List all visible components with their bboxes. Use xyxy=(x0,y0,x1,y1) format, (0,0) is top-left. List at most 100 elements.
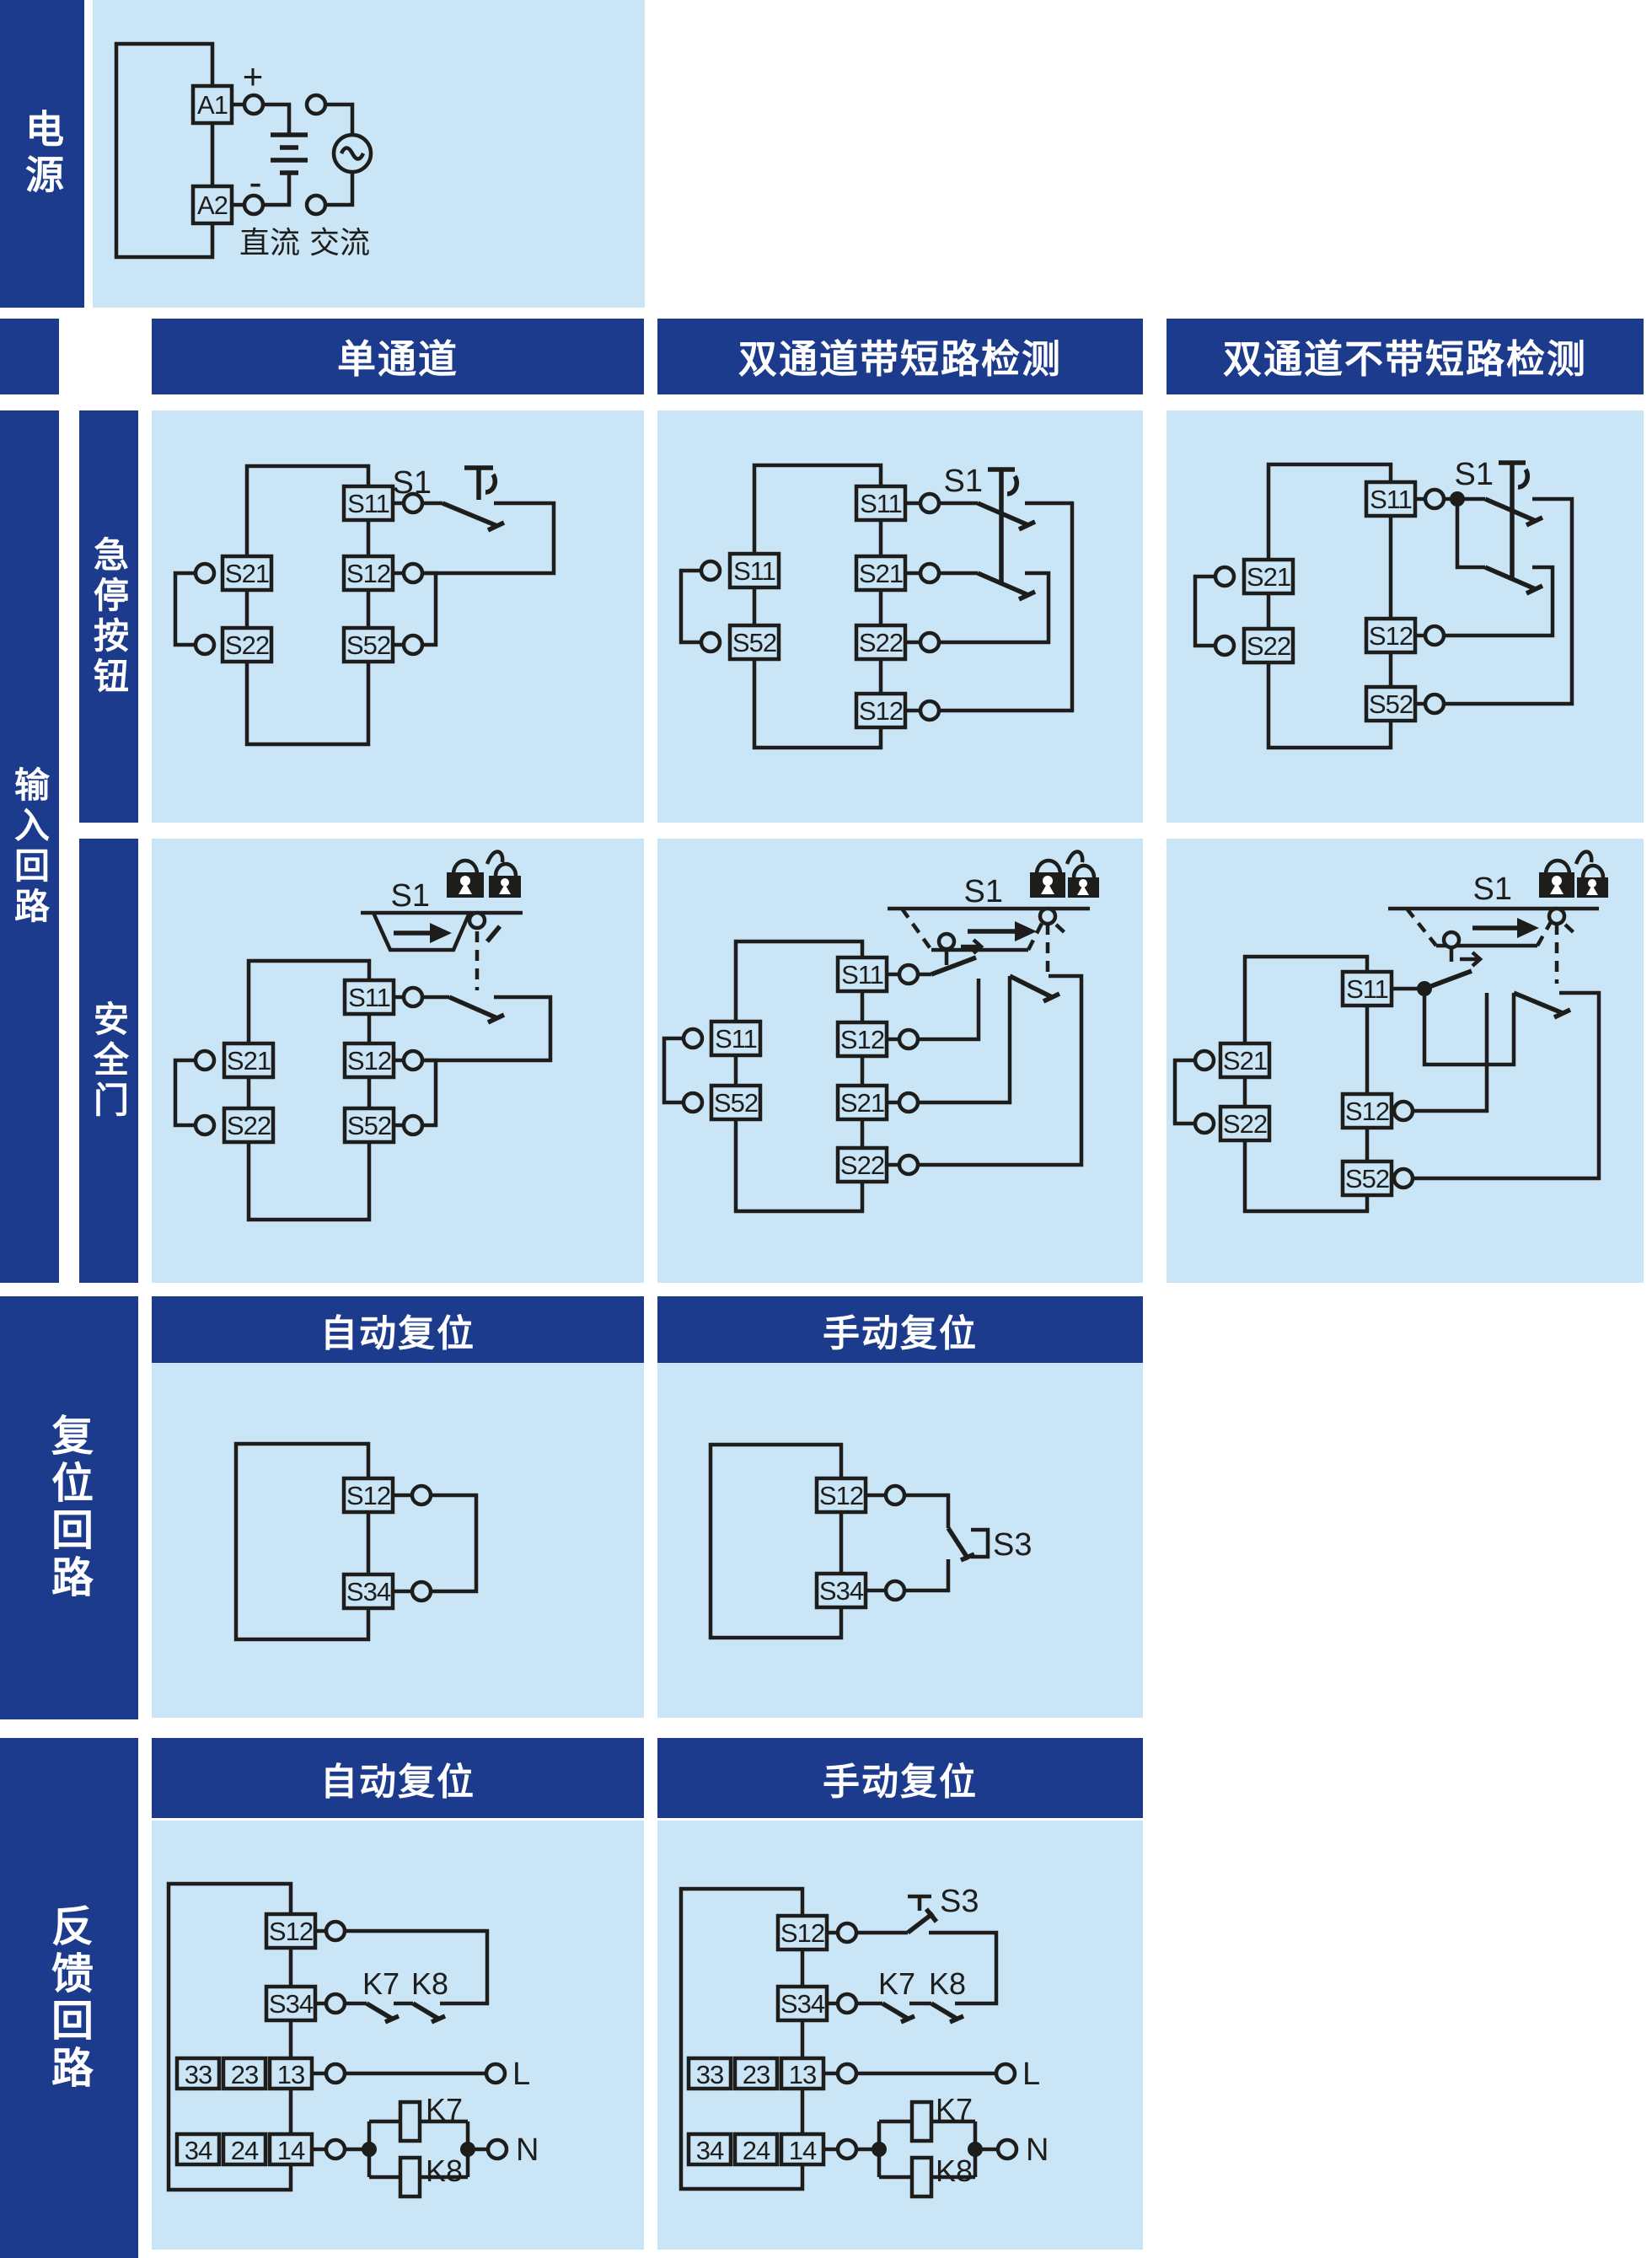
reset-manual-diagram: S3 S12 S34 xyxy=(708,1442,1032,1640)
k7-contact-label: K7 xyxy=(878,1966,915,2001)
terminal-34: 34 xyxy=(686,2132,733,2167)
padlock-icon xyxy=(1030,858,1065,898)
estop-button-icon xyxy=(464,465,498,500)
terminal-a1: A1 xyxy=(190,83,234,126)
svg-text:S22: S22 xyxy=(225,630,269,660)
k7-coil-icon xyxy=(909,2100,934,2143)
terminal-s22: S22 xyxy=(1218,1104,1272,1143)
svg-text:S11: S11 xyxy=(860,489,902,518)
k8-contact-blade xyxy=(411,2001,440,2021)
svg-text:S11: S11 xyxy=(347,489,389,518)
terminal-s12: S12 xyxy=(264,1912,318,1950)
terminal-s52-left: S52 xyxy=(727,623,781,662)
estop-dual-sc-diagram: S1 S11 S21 S22 S12 S11 S52 xyxy=(678,463,1075,750)
k8-contact-blade xyxy=(930,2001,958,2021)
terminal-24: 24 xyxy=(221,2132,268,2167)
estop-button-icon xyxy=(1499,460,1531,579)
svg-text:S12: S12 xyxy=(269,1917,313,1946)
svg-text:14: 14 xyxy=(789,2136,817,2165)
nc-contact-blade-1 xyxy=(1483,496,1537,523)
k8-contact-label: K8 xyxy=(411,1966,448,2001)
padlock-icon xyxy=(1539,858,1574,898)
svg-text:S34: S34 xyxy=(819,1576,864,1606)
sidebar-door-row-label: 安全门 xyxy=(88,1000,129,1122)
terminal-33: 33 xyxy=(174,2056,222,2091)
padlock-icon xyxy=(1577,863,1608,898)
svg-text:S21: S21 xyxy=(859,559,903,588)
sidebar-door-row: 安全门 xyxy=(79,839,138,1283)
door-dual-sc-diagram: S1 S11 S12 S21 S22 S11 S52 xyxy=(662,850,1099,1214)
terminal-s12: S12 xyxy=(341,554,395,593)
k7-contact-blade xyxy=(881,2001,909,2021)
svg-text:33: 33 xyxy=(696,2060,723,2089)
estop-button-icon xyxy=(988,467,1020,584)
terminal-s21: S21 xyxy=(220,554,274,593)
terminal-s34: S34 xyxy=(775,1984,829,2023)
no-contact-blade-1 xyxy=(931,955,977,977)
release-hook-icon xyxy=(1065,850,1085,865)
actuation-arrow-icon xyxy=(1460,951,1483,968)
terminal-s22: S22 xyxy=(1242,626,1295,665)
terminal-s52: S52 xyxy=(1364,684,1418,723)
door-single-diagram: S1 S11 S12 S52 S21 S22 xyxy=(173,850,553,1222)
header-reset-manual-label: 手动复位 xyxy=(823,1312,978,1354)
reset-auto-cell: S12 S34 xyxy=(152,1363,644,1718)
terminal-23: 23 xyxy=(732,2056,780,2091)
svg-text:S52: S52 xyxy=(1345,1164,1389,1193)
header-feedback-manual: 手动复位 xyxy=(657,1738,1143,1818)
door-switch-icon xyxy=(361,910,523,990)
terminal-s12: S12 xyxy=(342,1041,396,1080)
door-switch-icon xyxy=(888,906,1090,972)
terminal-24: 24 xyxy=(732,2132,780,2167)
header-reset-auto: 自动复位 xyxy=(152,1296,644,1363)
header-single-channel: 单通道 xyxy=(152,319,644,394)
svg-text:23: 23 xyxy=(743,2060,770,2089)
release-hook-icon xyxy=(485,850,505,865)
switch-label: S1 xyxy=(393,465,432,501)
terminal-s22: S22 xyxy=(854,623,908,662)
terminal-s21: S21 xyxy=(854,554,908,593)
svg-text:S12: S12 xyxy=(859,696,903,726)
svg-text:S21: S21 xyxy=(225,559,269,588)
no-contact-blade xyxy=(946,1526,971,1561)
terminal-14: 14 xyxy=(779,2132,826,2167)
k8-coil-icon xyxy=(398,2155,422,2199)
svg-text:S12: S12 xyxy=(1369,621,1413,651)
switch-label: S1 xyxy=(391,878,430,914)
terminal-34: 34 xyxy=(174,2132,222,2167)
estop-dual-nosc-diagram: S1 S11 S12 S52 S21 S22 xyxy=(1193,457,1574,750)
nc-contact-blade-2 xyxy=(1008,973,1054,1000)
release-hook-icon xyxy=(1574,850,1594,865)
header-dual-channel-nosc-label: 双通道不带短路检测 xyxy=(1223,337,1587,381)
terminal-13: 13 xyxy=(779,2056,826,2091)
svg-text:S11: S11 xyxy=(715,1024,757,1054)
svg-text:-: - xyxy=(249,160,261,204)
sidebar-power-label: 电源 xyxy=(20,108,64,200)
svg-text:S11: S11 xyxy=(348,983,390,1012)
line-label: L xyxy=(1022,2057,1040,2092)
svg-text:24: 24 xyxy=(231,2136,259,2165)
reset-auto-diagram: S12 S34 xyxy=(233,1441,479,1642)
nc-contact-blade-1 xyxy=(976,501,1030,528)
svg-text:S21: S21 xyxy=(840,1088,884,1118)
terminal-s12: S12 xyxy=(835,1020,889,1059)
terminal-s11: S11 xyxy=(1364,480,1418,518)
svg-text:S21: S21 xyxy=(227,1046,271,1075)
terminal-s52: S52 xyxy=(341,625,395,664)
svg-text:S21: S21 xyxy=(1223,1046,1267,1075)
sidebar-feedback-circuit: 反馈回路 xyxy=(0,1738,138,2258)
feedback-manual-cell: S3 K7 K8 L K7 K8 N xyxy=(657,1821,1143,2250)
svg-text:13: 13 xyxy=(789,2060,816,2089)
no-contact-blade xyxy=(906,1911,935,1935)
svg-text:S12: S12 xyxy=(840,1025,884,1054)
neutral-label: N xyxy=(516,2132,539,2168)
terminal-s34: S34 xyxy=(341,1572,395,1611)
no-contact-blade-1 xyxy=(1424,968,1472,991)
estop-single-cell: S1 S11 S12 S52 S21 S22 xyxy=(152,410,644,823)
estop-dual-sc-cell: S1 S11 S21 S22 S12 S11 S52 xyxy=(657,410,1143,823)
terminal-s34: S34 xyxy=(814,1571,868,1610)
svg-text:S12: S12 xyxy=(347,1046,391,1075)
svg-text:S34: S34 xyxy=(780,1989,825,2019)
neutral-label: N xyxy=(1026,2132,1049,2168)
switch-label: S1 xyxy=(1455,457,1494,492)
